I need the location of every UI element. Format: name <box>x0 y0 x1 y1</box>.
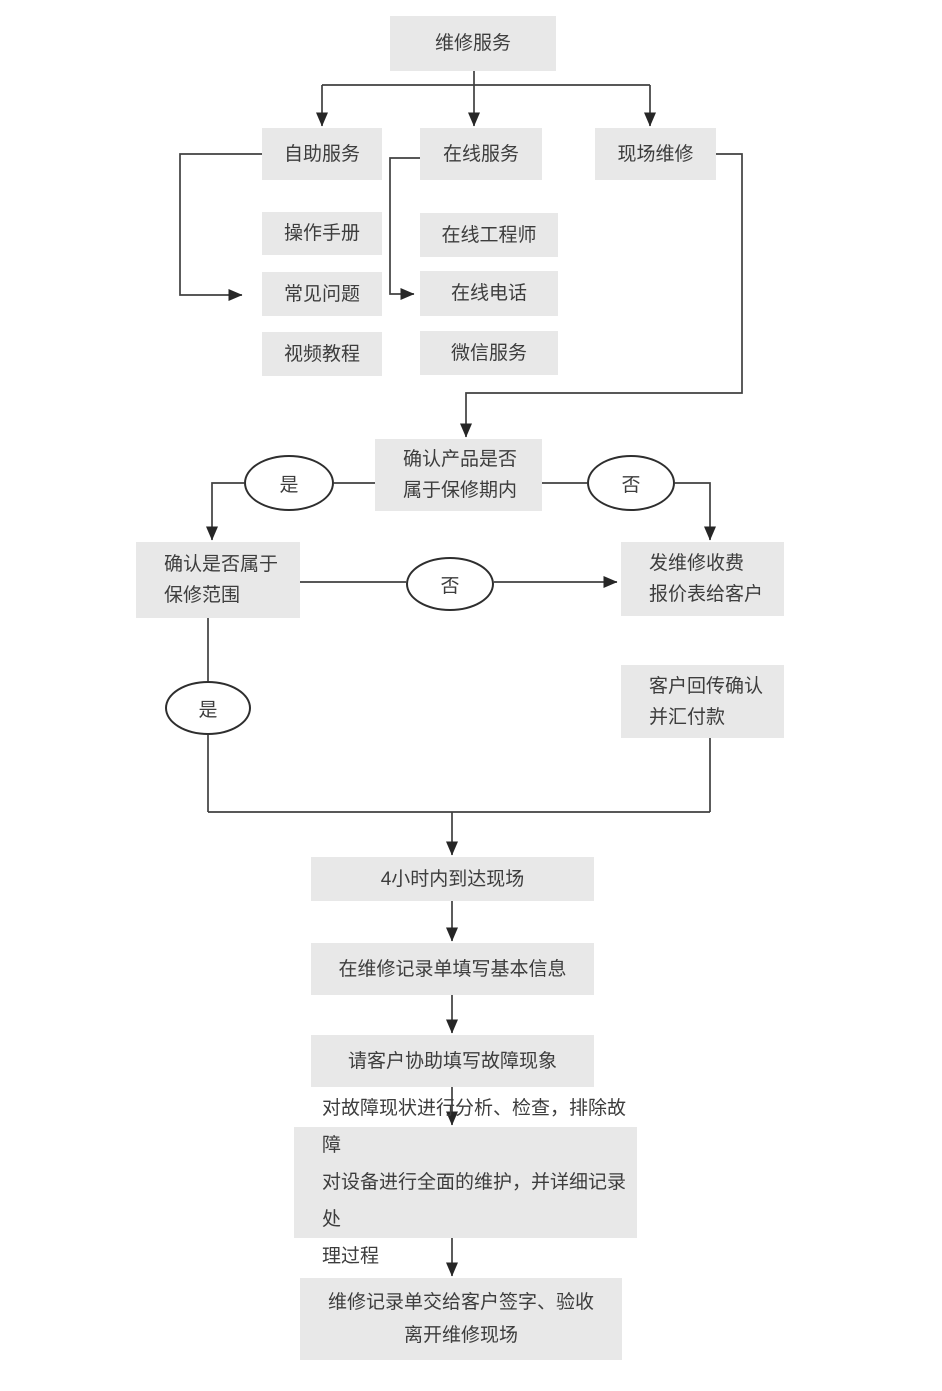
node-operation-manual: 操作手册 <box>262 212 382 255</box>
node-online-phone: 在线电话 <box>420 271 558 316</box>
decision-yes-top: 是 <box>244 455 334 511</box>
node-online-service: 在线服务 <box>420 128 542 180</box>
node-confirm-warranty-period-label: 确认产品是否 属于保修期内 <box>403 449 518 501</box>
node-fill-fault-description: 请客户协助填写故障现象 <box>311 1035 594 1087</box>
node-wechat-service-label: 微信服务 <box>450 342 527 364</box>
node-onsite-repair: 现场维修 <box>595 128 716 180</box>
decision-yes-left-label: 是 <box>198 699 218 721</box>
node-online-engineer-label: 在线工程师 <box>441 224 537 246</box>
node-customer-confirm-payment: 客户回传确认 并汇付款 <box>621 665 784 738</box>
node-confirm-warranty-scope-label: 确认是否属于 保修范围 <box>164 554 279 606</box>
node-confirm-warranty-scope: 确认是否属于 保修范围 <box>136 542 300 618</box>
decision-no-top: 否 <box>587 455 675 511</box>
node-send-quote: 发维修收费 报价表给客户 <box>621 542 784 616</box>
node-wechat-service: 微信服务 <box>420 331 558 375</box>
node-repair-service-label: 维修服务 <box>434 33 511 54</box>
decision-no-top-label: 否 <box>621 474 641 496</box>
node-analyze-and-maintain: 对故障现状进行分析、检查，排除故障 对设备进行全面的维护，并详细记录处 理过程 <box>294 1098 637 1267</box>
decision-no-middle: 否 <box>406 557 494 611</box>
node-online-engineer: 在线工程师 <box>420 213 558 257</box>
node-fill-basic-info: 在维修记录单填写基本信息 <box>311 943 594 995</box>
node-self-service-label: 自助服务 <box>283 143 360 165</box>
node-self-service: 自助服务 <box>262 128 382 180</box>
decision-yes-left: 是 <box>165 681 251 735</box>
node-onsite-repair-label: 现场维修 <box>617 143 694 165</box>
decision-yes-top-label: 是 <box>279 474 299 496</box>
node-operation-manual-label: 操作手册 <box>283 223 360 244</box>
node-faq: 常见问题 <box>262 272 382 316</box>
node-repair-service: 维修服务 <box>390 16 556 71</box>
node-online-phone-label: 在线电话 <box>450 283 527 304</box>
node-faq-label: 常见问题 <box>283 283 360 305</box>
node-video-tutorial-label: 视频教程 <box>283 343 360 365</box>
node-analyze-and-maintain-label: 对故障现状进行分析、检查，排除故障 对设备进行全面的维护，并详细记录处 理过程 <box>322 1098 627 1267</box>
decision-no-middle-label: 否 <box>440 575 460 597</box>
node-fill-fault-description-label: 请客户协助填写故障现象 <box>347 1050 557 1072</box>
node-arrive-onsite: 4小时内到达现场 <box>311 857 594 901</box>
node-confirm-warranty-period: 确认产品是否 属于保修期内 <box>375 439 542 511</box>
node-customer-confirm-payment-label: 客户回传确认 并汇付款 <box>649 675 764 728</box>
node-signoff-and-leave: 维修记录单交给客户签字、验收 离开维修现场 <box>300 1278 622 1360</box>
node-online-service-label: 在线服务 <box>442 143 519 165</box>
node-signoff-and-leave-label: 维修记录单交给客户签字、验收 离开维修现场 <box>327 1292 594 1346</box>
node-arrive-onsite-label: 4小时内到达现场 <box>380 868 525 890</box>
node-send-quote-label: 发维修收费 报价表给客户 <box>649 553 764 605</box>
node-fill-basic-info-label: 在维修记录单填写基本信息 <box>338 958 567 980</box>
node-video-tutorial: 视频教程 <box>262 332 382 376</box>
